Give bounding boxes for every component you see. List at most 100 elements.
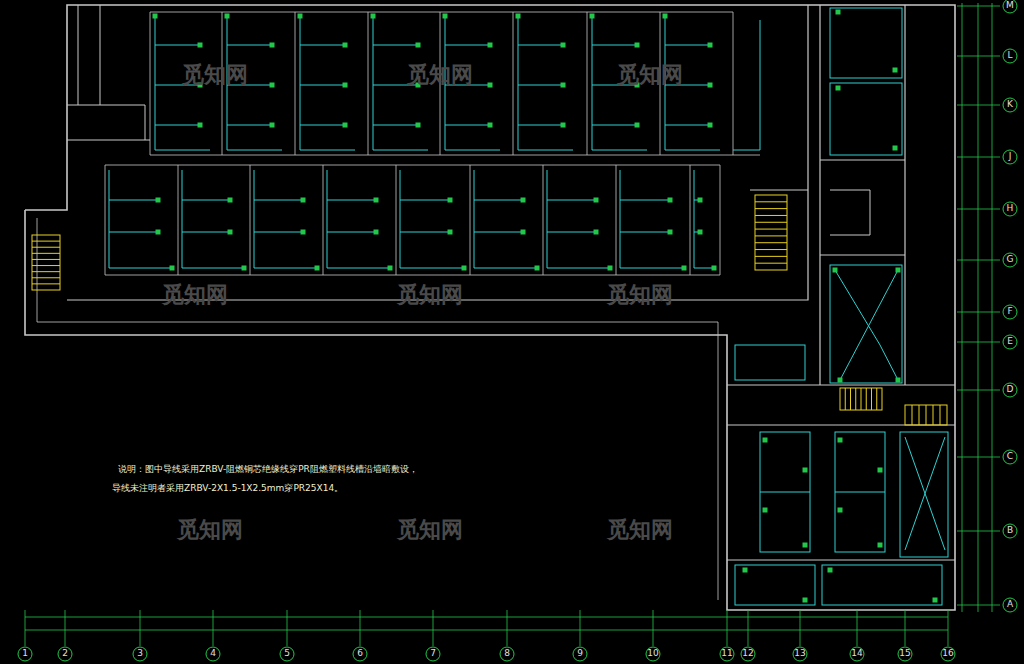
axis-bubble (280, 647, 294, 661)
wall-line (835, 492, 885, 493)
axis-number: 1 (22, 649, 28, 659)
outlet-symbol (270, 43, 275, 48)
dimension-tick (957, 209, 1000, 210)
stair-tread (876, 388, 877, 410)
wire-run (182, 170, 244, 268)
axis-bubble (1003, 383, 1017, 397)
wall-line (67, 140, 150, 141)
axis-bubble (426, 647, 440, 661)
wire-run (300, 125, 345, 126)
wire-run (327, 170, 390, 268)
axis-number: 15 (899, 649, 910, 659)
outlet-symbol (343, 43, 348, 48)
wire-run (227, 45, 272, 46)
stair-outline (755, 195, 787, 270)
wall-line (720, 165, 721, 275)
wire-run (474, 170, 537, 268)
dimension-tick (433, 610, 434, 646)
wall-line (819, 5, 820, 385)
room-outline (735, 345, 805, 380)
stair-tread (755, 208, 787, 209)
wall-line (78, 5, 79, 105)
outer-wall (25, 5, 955, 610)
wall-line (67, 105, 145, 140)
wall-line (323, 165, 324, 275)
axis-number: 3 (137, 649, 143, 659)
outlet-symbol (743, 568, 748, 573)
wire-run (474, 232, 523, 233)
stair-tread (871, 388, 872, 410)
corridor-wall (67, 5, 808, 300)
wire-run (840, 270, 898, 380)
wire-run (518, 45, 563, 46)
stair-tread (32, 247, 60, 248)
stair-tread (855, 388, 856, 410)
wire-run (620, 170, 684, 268)
outlet-symbol (594, 230, 599, 235)
outlet-symbol (416, 123, 421, 128)
wall-line (178, 165, 179, 275)
room-outline (822, 565, 942, 605)
outlet-symbol (608, 266, 613, 271)
stair-tread (912, 405, 913, 425)
outlet-symbol (878, 543, 883, 548)
axis-number: 5 (284, 649, 290, 659)
wire-run (905, 437, 945, 550)
outlet-symbol (242, 266, 247, 271)
wall-line (820, 160, 905, 161)
outlet-symbol (270, 123, 275, 128)
wire-run (445, 45, 490, 46)
wire-run (400, 232, 450, 233)
axis-letter: G (1007, 255, 1014, 265)
wall-line (105, 165, 720, 166)
room-outline (830, 83, 902, 155)
dimension-tick (957, 105, 1000, 106)
wire-run (665, 125, 710, 126)
wall-line (396, 165, 397, 275)
design-note: 说明：图中导线采用ZRBV-阻燃铜芯绝缘线穿PR阻燃塑料线槽沿墙暗敷设， (118, 465, 418, 475)
axis-letter: A (1007, 600, 1013, 610)
stair-tread (755, 215, 787, 216)
wire-run (327, 232, 376, 233)
wire-run (109, 170, 172, 268)
axis-number: 12 (742, 649, 753, 659)
outlet-symbol (763, 508, 768, 513)
outlet-symbol (698, 198, 703, 203)
wire-run (300, 85, 345, 86)
wire-run (547, 232, 596, 233)
dimension-tick (287, 610, 288, 646)
wall-line (904, 5, 905, 385)
wire-run (474, 200, 523, 201)
axis-number: 11 (721, 649, 732, 659)
axis-bubble (1003, 150, 1017, 164)
axis-number: 4 (210, 649, 216, 659)
outlet-symbol (803, 598, 808, 603)
wire-run (518, 125, 563, 126)
outlet-symbol (315, 266, 320, 271)
stair-tread (755, 249, 787, 250)
stair-tread (940, 405, 941, 425)
outlet-symbol (170, 266, 175, 271)
axis-bubble (1003, 253, 1017, 267)
stair-tread (755, 263, 787, 264)
outlet-symbol (198, 123, 203, 128)
dimension-tick (748, 610, 749, 646)
dimension-tick (957, 260, 1000, 261)
wire-run (694, 170, 714, 268)
axis-bubble (133, 647, 147, 661)
watermark: 觅知网 (162, 283, 228, 307)
watermark: 觅知网 (397, 518, 463, 542)
wire-run (733, 20, 760, 150)
room-outline (835, 432, 885, 552)
axis-number: 2 (62, 649, 68, 659)
outlet-symbol (488, 83, 493, 88)
wire-run (300, 16, 355, 150)
wall-line (733, 12, 734, 155)
outlet-symbol (374, 198, 379, 203)
dimension-tick (653, 610, 654, 646)
outlet-symbol (893, 68, 898, 73)
wall-line (760, 492, 810, 493)
stair-tread (850, 388, 851, 410)
